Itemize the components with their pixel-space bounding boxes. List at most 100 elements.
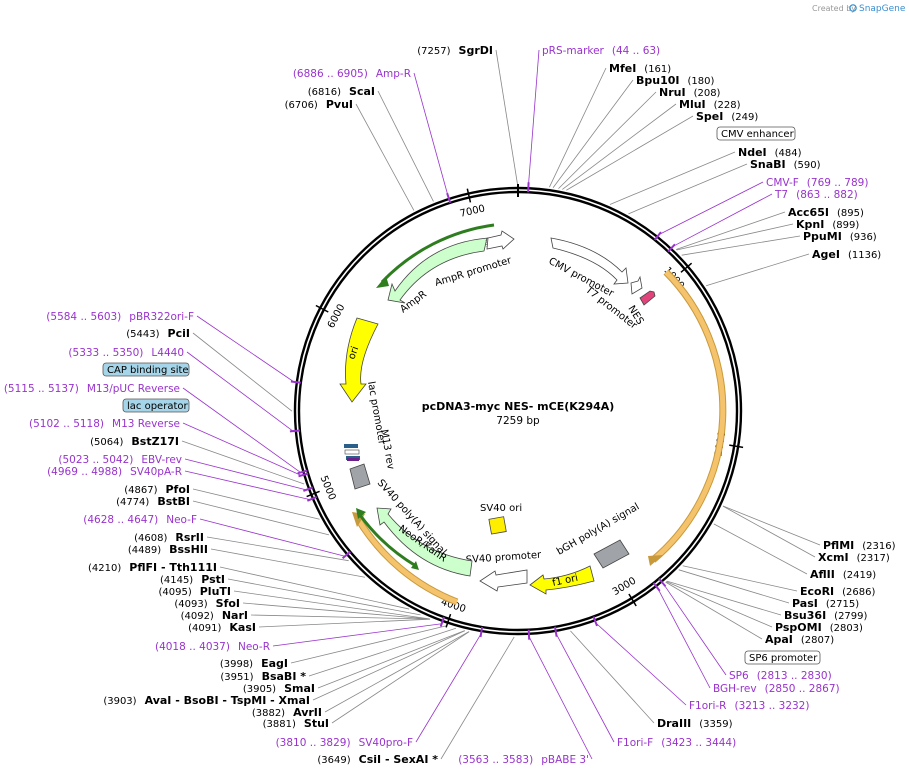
site-bpu10i[interactable]: Bpu10I(180) xyxy=(636,74,714,87)
sp6-promoter-box[interactable]: SP6 promoter xyxy=(744,650,821,665)
f1-ori-feature[interactable] xyxy=(529,565,595,595)
site-snabi[interactable]: SnaBI(590) xyxy=(750,158,821,171)
site-pspomi[interactable]: PspOMI(2803) xyxy=(775,621,863,634)
cap-binding-site-box[interactable]: CAP binding site xyxy=(102,362,190,377)
site-name: PflFI - Tth111I xyxy=(129,561,217,574)
leader-line xyxy=(186,351,294,432)
site-avai-bsobi-tspmi-xmai[interactable]: AvaI - BsoBI - TspMI - XmaI(3903) xyxy=(103,694,310,707)
nes-feature[interactable] xyxy=(639,290,656,306)
site-ebv-rev[interactable]: EBV-rev(5023 .. 5042) xyxy=(58,454,182,466)
leader-line xyxy=(184,470,311,501)
site-position: (484) xyxy=(775,148,802,159)
site-psti[interactable]: PstI(4145) xyxy=(160,573,225,586)
site-m13-puc-reverse[interactable]: M13/pUC Reverse(5115 .. 5137) xyxy=(4,383,180,395)
tick-mark xyxy=(729,444,744,449)
site-stui[interactable]: StuI(3881) xyxy=(263,717,329,730)
leader-line xyxy=(196,315,295,383)
neor-kanr-feature[interactable] xyxy=(376,507,473,577)
site-t7[interactable]: T7(863 .. 882) xyxy=(774,189,858,201)
site-pvui[interactable]: PvuI(6706) xyxy=(285,98,353,111)
site-pbabe-3-[interactable]: pBABE 3'(3563 .. 3583) xyxy=(458,754,589,766)
ampr-promoter-feature[interactable] xyxy=(486,230,515,250)
site-f1ori-f[interactable]: F1ori-F(3423 .. 3444) xyxy=(617,737,736,749)
site-nari[interactable]: NarI(4092) xyxy=(181,609,248,622)
site-apai[interactable]: ApaI(2807) xyxy=(765,633,834,646)
cmv-enhancer-box-bg xyxy=(716,126,796,141)
site-pfoi[interactable]: PfoI(4867) xyxy=(124,483,190,496)
site-spei[interactable]: SpeI(249) xyxy=(696,110,758,123)
site-pflfi-tth111i[interactable]: PflFI - Tth111I(4210) xyxy=(88,561,217,574)
site-eagi[interactable]: EagI(3998) xyxy=(220,657,288,670)
site-neo-f[interactable]: Neo-F(4628 .. 4647) xyxy=(83,514,197,526)
site-sfoi[interactable]: SfoI(4093) xyxy=(174,597,240,610)
site-prs-marker[interactable]: pRS-marker(44 .. 63) xyxy=(542,45,660,57)
site-position: (4489) xyxy=(128,545,161,556)
site-pasi[interactable]: PasI(2715) xyxy=(792,597,859,610)
lac-promoter-label: lac promoter xyxy=(365,381,387,447)
lac-operator-box[interactable]: lac operator xyxy=(122,398,190,413)
sv40-ori-feature[interactable] xyxy=(488,516,507,535)
sv40-promoter-feature[interactable] xyxy=(479,569,528,592)
site-ecori[interactable]: EcoRI(2686) xyxy=(800,585,876,598)
site-position: (1136) xyxy=(848,250,881,261)
site-pluti[interactable]: PluTI(4095) xyxy=(158,585,231,598)
site-ndei[interactable]: NdeI(484) xyxy=(738,146,802,159)
site-csii-sexai-[interactable]: CsiI - SexAI *(3649) xyxy=(317,753,438,766)
site-bsu36i[interactable]: Bsu36I(2799) xyxy=(784,609,868,622)
site-avrii[interactable]: AvrII(3882) xyxy=(252,706,322,719)
site-sv40pa-r[interactable]: SV40pA-R(4969 .. 4988) xyxy=(47,466,182,478)
site-name: M13 Reverse xyxy=(112,418,180,430)
cmv-promoter-feature[interactable] xyxy=(550,237,629,285)
site-bsshii[interactable]: BssHII(4489) xyxy=(128,543,208,556)
site-name: T7 xyxy=(774,189,788,201)
site-f1ori-r[interactable]: F1ori-R(3213 .. 3232) xyxy=(689,700,809,712)
leader-line xyxy=(570,630,655,724)
bgh-polya-feature[interactable] xyxy=(593,539,630,569)
site-mfei[interactable]: MfeI(161) xyxy=(609,62,671,75)
site-name: M13/pUC Reverse xyxy=(87,383,180,395)
site-cmv-f[interactable]: CMV-F(769 .. 789) xyxy=(766,177,868,189)
site-bstbi[interactable]: BstBI(4774) xyxy=(116,495,190,508)
site-sp6[interactable]: SP6(2813 .. 2830) xyxy=(729,670,832,682)
site-acc65i[interactable]: Acc65I(895) xyxy=(788,206,864,219)
t7-promoter-feature[interactable] xyxy=(630,275,643,295)
site-scai[interactable]: ScaI(6816) xyxy=(308,85,375,98)
mce-k294a-feature[interactable] xyxy=(651,270,726,562)
site-rsrii[interactable]: RsrII(4608) xyxy=(134,531,204,544)
site-agei[interactable]: AgeI(1136) xyxy=(812,248,881,261)
site-position: (44 .. 63) xyxy=(612,45,660,57)
site-neo-r[interactable]: Neo-R(4018 .. 4037) xyxy=(155,641,270,653)
site-aflii[interactable]: AflII(2419) xyxy=(810,568,876,581)
sv40-polya-feature[interactable] xyxy=(349,463,371,490)
site-draiii[interactable]: DraIII(3359) xyxy=(657,717,733,730)
site-sv40pro-f[interactable]: SV40pro-F(3810 .. 3829) xyxy=(276,737,413,749)
site-mlui[interactable]: MluI(228) xyxy=(679,98,741,111)
site-xcmi[interactable]: XcmI(2317) xyxy=(818,551,890,564)
site-position: (180) xyxy=(688,76,715,87)
lower-orf-feature[interactable] xyxy=(355,517,458,605)
site-bsabi-[interactable]: BsaBI *(3951) xyxy=(220,670,306,683)
ampr-orf-arrowhead xyxy=(376,276,389,288)
site-pflmi[interactable]: PflMI(2316) xyxy=(823,539,896,552)
site-kpni[interactable]: KpnI(899) xyxy=(796,218,859,231)
cmv-enhancer-box[interactable]: CMV enhancer xyxy=(716,126,796,141)
site-kasi[interactable]: KasI(4091) xyxy=(188,621,256,634)
site-sgrdi[interactable]: SgrDI(7257) xyxy=(417,44,493,57)
site-bgh-rev[interactable]: BGH-rev(2850 .. 2867) xyxy=(713,683,840,695)
site-name: SV40pA-R xyxy=(130,466,182,478)
site-smai[interactable]: SmaI(3905) xyxy=(243,682,315,695)
neor-orf-tail xyxy=(411,561,419,570)
site-bstz17i[interactable]: BstZ17I(5064) xyxy=(90,435,179,448)
site-amp-r[interactable]: Amp-R(6886 .. 6905) xyxy=(293,68,411,80)
site-l4440[interactable]: L4440(5333 .. 5350) xyxy=(68,347,184,359)
ori-feature[interactable] xyxy=(339,317,379,403)
site-position: (2799) xyxy=(834,611,867,622)
site-m13-reverse[interactable]: M13 Reverse(5102 .. 5118) xyxy=(29,418,180,430)
site-pbr322ori-f[interactable]: pBR322ori-F(5584 .. 5603) xyxy=(46,311,194,323)
site-ppumi[interactable]: PpuMI(936) xyxy=(803,230,877,243)
site-pcii[interactable]: PciI(5443) xyxy=(126,327,190,340)
leader-line xyxy=(665,581,763,640)
ampr-feature[interactable] xyxy=(387,237,489,304)
site-position: (769 .. 789) xyxy=(807,177,869,189)
site-nrui[interactable]: NruI(208) xyxy=(659,86,721,99)
